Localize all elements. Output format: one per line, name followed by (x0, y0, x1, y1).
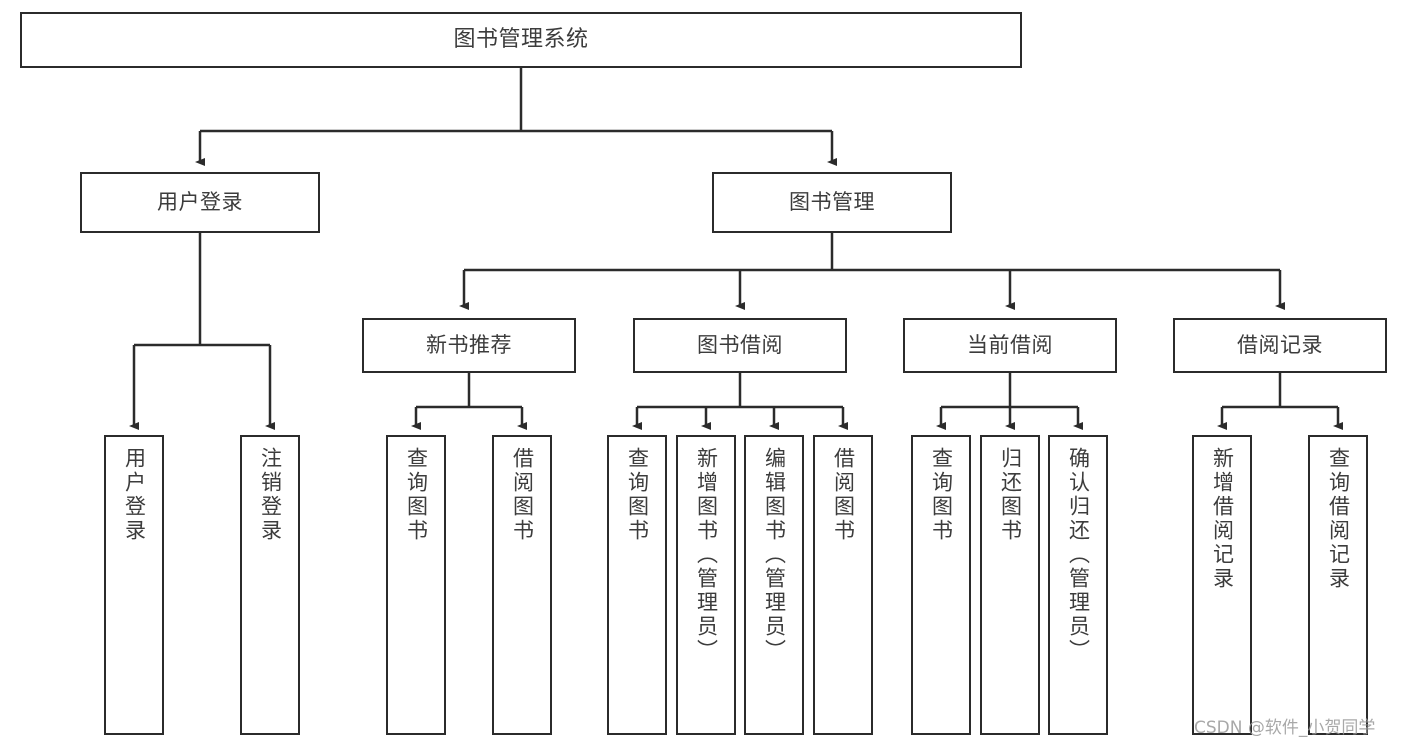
watermark-csdn: CSDN @软件_小贺同学 (1194, 718, 1376, 738)
node-current-borrow[interactable]: 当前借阅 (903, 318, 1117, 373)
leaf-add-book[interactable]: 新增图书（管理员） (676, 435, 736, 735)
leaf-add-book-label: 新增图书（管理员） (694, 447, 719, 663)
leaf-edit-book[interactable]: 编辑图书（管理员） (744, 435, 804, 735)
leaf-borrow-book-2[interactable]: 借阅图书 (813, 435, 873, 735)
leaf-return-book-label: 归还图书 (998, 447, 1023, 543)
leaf-borrow-book-1-label: 借阅图书 (510, 447, 535, 543)
node-user-login-label: 用户登录 (157, 190, 243, 215)
node-current-borrow-label: 当前借阅 (967, 333, 1053, 358)
node-book-borrow[interactable]: 图书借阅 (633, 318, 847, 373)
leaf-borrow-book-2-label: 借阅图书 (831, 447, 856, 543)
node-root-label: 图书管理系统 (453, 27, 589, 53)
leaf-user-login-label: 用户登录 (122, 447, 147, 543)
leaf-add-record[interactable]: 新增借阅记录 (1192, 435, 1252, 735)
node-book-borrow-label: 图书借阅 (697, 333, 783, 358)
node-new-book-recommend-label: 新书推荐 (426, 333, 512, 358)
node-borrow-record-label: 借阅记录 (1237, 333, 1323, 358)
leaf-confirm-return-label: 确认归还（管理员） (1066, 447, 1091, 663)
node-user-login[interactable]: 用户登录 (80, 172, 320, 233)
leaf-query-book-2[interactable]: 查询图书 (607, 435, 667, 735)
node-book-manage[interactable]: 图书管理 (712, 172, 952, 233)
leaf-edit-book-label: 编辑图书（管理员） (762, 447, 787, 663)
leaf-query-book-1[interactable]: 查询图书 (386, 435, 446, 735)
leaf-query-book-1-label: 查询图书 (404, 447, 429, 543)
leaf-query-book-3[interactable]: 查询图书 (911, 435, 971, 735)
node-borrow-record[interactable]: 借阅记录 (1173, 318, 1387, 373)
leaf-return-book[interactable]: 归还图书 (980, 435, 1040, 735)
leaf-confirm-return[interactable]: 确认归还（管理员） (1048, 435, 1108, 735)
leaf-borrow-book-1[interactable]: 借阅图书 (492, 435, 552, 735)
leaf-add-record-label: 新增借阅记录 (1210, 447, 1235, 591)
leaf-query-record[interactable]: 查询借阅记录 (1308, 435, 1368, 735)
leaf-logout-label: 注销登录 (258, 447, 283, 543)
leaf-query-book-3-label: 查询图书 (929, 447, 954, 543)
leaf-query-record-label: 查询借阅记录 (1326, 447, 1351, 591)
node-book-manage-label: 图书管理 (789, 190, 875, 215)
leaf-query-book-2-label: 查询图书 (625, 447, 650, 543)
node-new-book-recommend[interactable]: 新书推荐 (362, 318, 576, 373)
leaf-user-login[interactable]: 用户登录 (104, 435, 164, 735)
leaf-logout[interactable]: 注销登录 (240, 435, 300, 735)
node-root-book-management-system[interactable]: 图书管理系统 (20, 12, 1022, 68)
